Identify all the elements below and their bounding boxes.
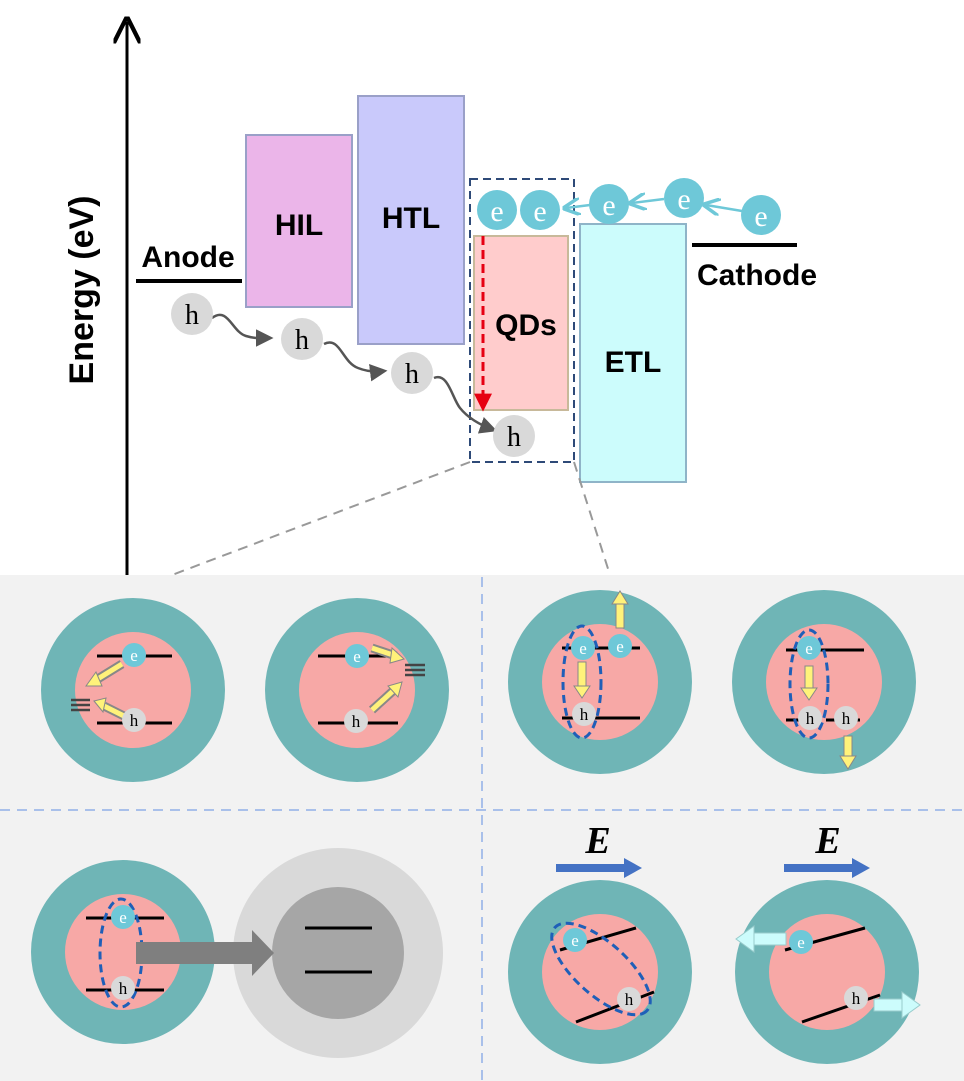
electron: e	[520, 190, 560, 230]
hil-label: HIL	[275, 209, 323, 242]
qd-auger-electron: e e h	[508, 590, 692, 774]
htl-label: HTL	[382, 202, 440, 235]
qds-layer	[473, 235, 569, 411]
electron-label: e	[571, 931, 579, 950]
etl-layer	[579, 223, 687, 483]
electron: e	[797, 636, 821, 660]
electron-label: e	[677, 183, 690, 216]
qd-field-dissociated: E e h	[735, 820, 921, 1064]
hole: h	[391, 352, 433, 394]
hole: h	[844, 986, 868, 1010]
electron-label: e	[805, 639, 813, 658]
exciton-ellipse	[550, 921, 652, 1017]
electron-label: e	[602, 189, 615, 222]
hole-label: h	[130, 711, 139, 730]
trap-state-icon	[405, 663, 425, 677]
hole-label: h	[119, 979, 128, 998]
hole-hop-arrow	[211, 313, 274, 347]
hole-label: h	[352, 712, 361, 731]
electron-label: e	[797, 933, 805, 952]
capture-arrow	[102, 703, 126, 719]
hole: h	[798, 706, 822, 730]
electron: e	[589, 184, 629, 224]
capture-arrow	[370, 688, 396, 712]
electron: e	[789, 930, 813, 954]
electron-label: e	[119, 908, 127, 927]
qd-energy-transfer: e h	[31, 848, 443, 1058]
hole-label: h	[185, 300, 199, 331]
energy-diagram: Energy (eV) Anode HIL HTL QDs ETL Cathod…	[63, 22, 817, 576]
qd-zoom-box	[469, 178, 575, 463]
hole: h	[111, 976, 135, 1000]
hole-label: h	[405, 359, 419, 390]
ejection-arrow	[735, 925, 787, 953]
electron-label: e	[130, 646, 138, 665]
electron-label: e	[490, 195, 503, 228]
hole: h	[281, 318, 323, 360]
hole: h	[493, 415, 535, 457]
electron: e	[345, 644, 369, 668]
field-symbol: E	[584, 820, 610, 862]
hole-label: h	[806, 709, 815, 728]
zoom-guide-left	[171, 461, 471, 576]
electron: e	[664, 178, 704, 218]
hole: h	[617, 987, 641, 1011]
field-arrow	[556, 858, 642, 878]
electron: e	[741, 195, 781, 235]
electron-hop-arrow	[566, 205, 591, 208]
hole-label: h	[625, 990, 634, 1009]
field-symbol: E	[814, 820, 840, 862]
zoom-guide-right	[573, 461, 611, 576]
neighbor-qd	[233, 848, 443, 1058]
hole: h	[834, 706, 858, 730]
electron-hop-arrow	[706, 205, 743, 211]
etl-label: ETL	[605, 346, 662, 379]
capture-arrow	[94, 661, 124, 683]
electron: e	[122, 643, 146, 667]
qd-defect-trap-left: e h	[41, 598, 225, 782]
qd-auger-hole: e h h	[732, 590, 916, 774]
ejection-arrow	[873, 991, 921, 1019]
hole: h	[572, 702, 596, 726]
hole: h	[344, 709, 368, 733]
electron-label: e	[533, 195, 546, 228]
qd-field-polarized: E e h	[508, 820, 692, 1064]
electron-hop-arrow	[632, 199, 665, 203]
mechanism-panels: e h e	[0, 575, 964, 1081]
electron-label: e	[754, 200, 767, 233]
hole-label: h	[580, 705, 589, 724]
electron: e	[571, 636, 595, 660]
hole-hop-arrow	[323, 341, 388, 382]
hole-label: h	[852, 989, 861, 1008]
electron: e	[563, 928, 587, 952]
hole: h	[122, 708, 146, 732]
hil-layer	[245, 134, 353, 308]
electron: e	[477, 190, 517, 230]
electron: e	[608, 634, 632, 658]
electron: e	[111, 905, 135, 929]
trap-state-icon	[71, 698, 90, 712]
anode-label: Anode	[141, 241, 234, 274]
electron-label: e	[353, 647, 361, 666]
htl-layer	[357, 95, 465, 345]
electron-label: e	[579, 639, 587, 658]
energy-axis-label: Energy (eV)	[63, 196, 101, 385]
qds-label: QDs	[495, 309, 557, 342]
hole-label: h	[842, 709, 851, 728]
hole: h	[171, 293, 213, 335]
field-arrow	[784, 858, 870, 878]
energy-transfer-arrow	[136, 930, 274, 976]
hole-hop-arrow	[433, 375, 498, 434]
electron-label: e	[616, 637, 624, 656]
exciton-ellipse	[561, 624, 603, 740]
qd-defect-trap-right: e h	[265, 598, 449, 782]
hole-label: h	[295, 325, 309, 356]
exciton-ellipse	[788, 628, 830, 740]
cathode-label: Cathode	[697, 259, 817, 292]
hole-label: h	[507, 422, 521, 453]
